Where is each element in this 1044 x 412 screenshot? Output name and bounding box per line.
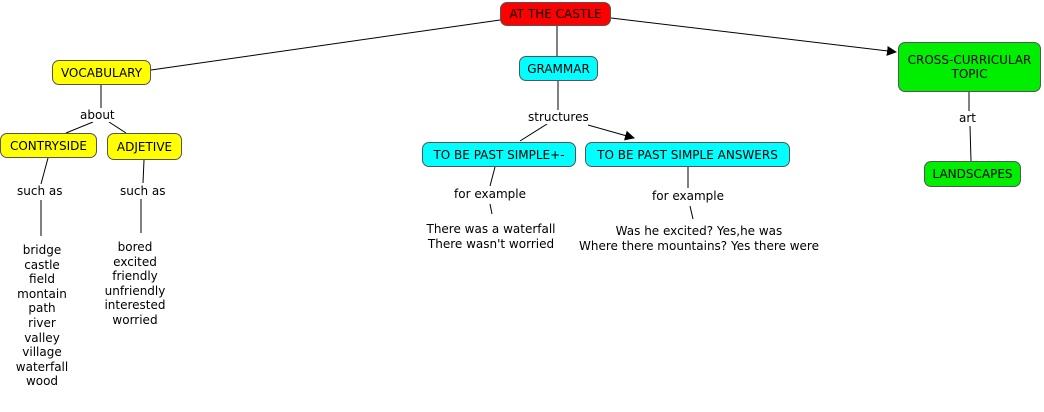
link-root-vocabulary — [150, 19, 501, 71]
list-item: path — [28, 301, 56, 316]
list-item: interested — [104, 298, 166, 313]
list-item: bridge — [22, 243, 62, 257]
node-at-the-castle[interactable]: AT THE CASTLE — [500, 2, 611, 26]
example-sentence: There was a waterfall — [426, 222, 556, 236]
node-vocabulary[interactable]: VOCABULARY — [52, 60, 151, 85]
contryside-word-list: bridge castle field montain path river v… — [16, 243, 68, 389]
node-to-be-past-simple[interactable]: TO BE PAST SIMPLE+- — [422, 142, 576, 167]
list-item: unfriendly — [104, 283, 166, 298]
link-pastsimple-forexample — [489, 166, 496, 187]
link-label-such-as-adjetive: such as — [119, 184, 167, 198]
node-landscapes[interactable]: LANDSCAPES — [924, 161, 1021, 187]
example-sentence: Where there mountains? Yes there were — [579, 239, 819, 253]
node-contryside[interactable]: CONTRYSIDE — [0, 133, 97, 158]
link-label-about: about — [79, 108, 116, 122]
link-forexample-examples-2 — [689, 205, 694, 220]
list-item: village — [22, 345, 62, 360]
list-item: montain — [17, 286, 67, 301]
past-answers-examples: Was he excited? Yes,he was Where there m… — [579, 224, 819, 254]
link-label-such-as-contryside: such as — [16, 184, 64, 198]
link-label-art: art — [958, 111, 977, 125]
link-label-for-example-2: for example — [651, 189, 725, 203]
link-structures-answers — [587, 124, 635, 141]
node-grammar[interactable]: GRAMMAR — [519, 56, 598, 81]
example-sentence: There wasn't worried — [427, 237, 555, 251]
adjetive-word-list: bored excited friendly unfriendly intere… — [104, 240, 165, 328]
list-item: castle — [24, 257, 60, 272]
list-item: bored — [117, 240, 153, 254]
link-label-structures: structures — [527, 110, 590, 124]
past-simple-examples: There was a waterfall There wasn't worri… — [426, 222, 555, 252]
list-item: wood — [25, 374, 59, 389]
node-adjetive[interactable]: ADJETIVE — [107, 133, 182, 160]
example-sentence: Was he excited? Yes,he was — [615, 224, 783, 238]
list-item: field — [29, 272, 55, 287]
list-item: worried — [112, 312, 158, 327]
list-item: friendly — [112, 269, 158, 284]
link-structures-pastsimple — [519, 123, 548, 142]
link-contryside-suchas — [40, 157, 49, 185]
link-adjetive-suchas — [142, 159, 145, 184]
link-art-landscapes — [969, 125, 972, 162]
link-label-for-example-1: for example — [453, 187, 527, 201]
list-item: river — [28, 315, 56, 330]
node-cross-curricular-topic[interactable]: CROSS-CURRICULAR TOPIC — [898, 42, 1041, 92]
list-item: waterfall — [15, 359, 69, 374]
link-forexample-examples-1 — [489, 203, 493, 215]
list-item: excited — [113, 254, 157, 269]
link-about-contryside — [65, 121, 94, 134]
node-to-be-past-simple-answers[interactable]: TO BE PAST SIMPLE ANSWERS — [585, 142, 790, 167]
link-root-cross-curricular — [610, 17, 897, 56]
link-about-adjetive — [108, 121, 127, 134]
list-item: valley — [24, 330, 60, 345]
